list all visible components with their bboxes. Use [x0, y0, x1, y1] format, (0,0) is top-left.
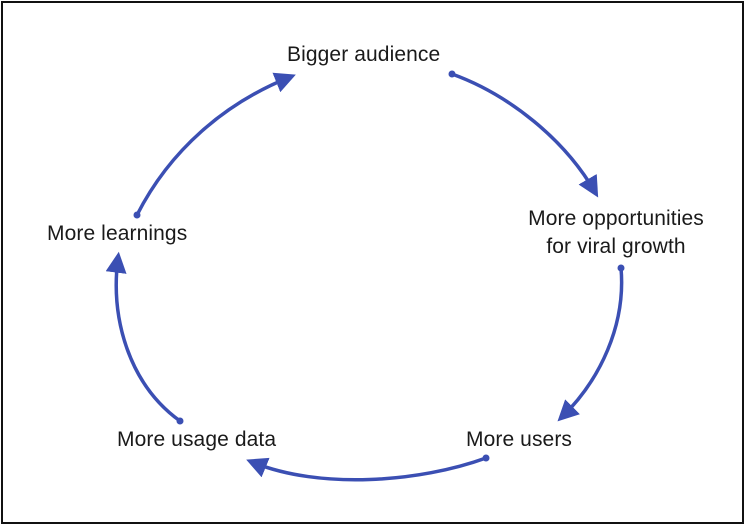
node-more-users: More users: [466, 428, 573, 451]
arrow-learn-to-bigger: [135, 72, 296, 217]
node-more-learnings: More learnings: [47, 222, 188, 245]
node-more-opportunities: More opportunities for viral growth: [512, 205, 720, 261]
arrow-users-to-usage: [246, 456, 488, 482]
node-line: for viral growth: [546, 235, 686, 258]
arrow-start-dot: [448, 70, 456, 78]
arrow-opps-to-users: [557, 266, 624, 422]
node-bigger-audience: Bigger audience: [287, 43, 441, 66]
arrow-usage-to-learn: [105, 251, 182, 423]
arrow-start-dot: [482, 454, 490, 462]
arrow-start-dot: [133, 211, 141, 219]
arrow-start-dot: [617, 264, 625, 272]
node-more-usage-data: More usage data: [117, 428, 277, 451]
arrow-start-dot: [176, 417, 184, 425]
arrow-bigger-to-opps: [450, 72, 599, 198]
node-line: More opportunities: [528, 207, 704, 230]
